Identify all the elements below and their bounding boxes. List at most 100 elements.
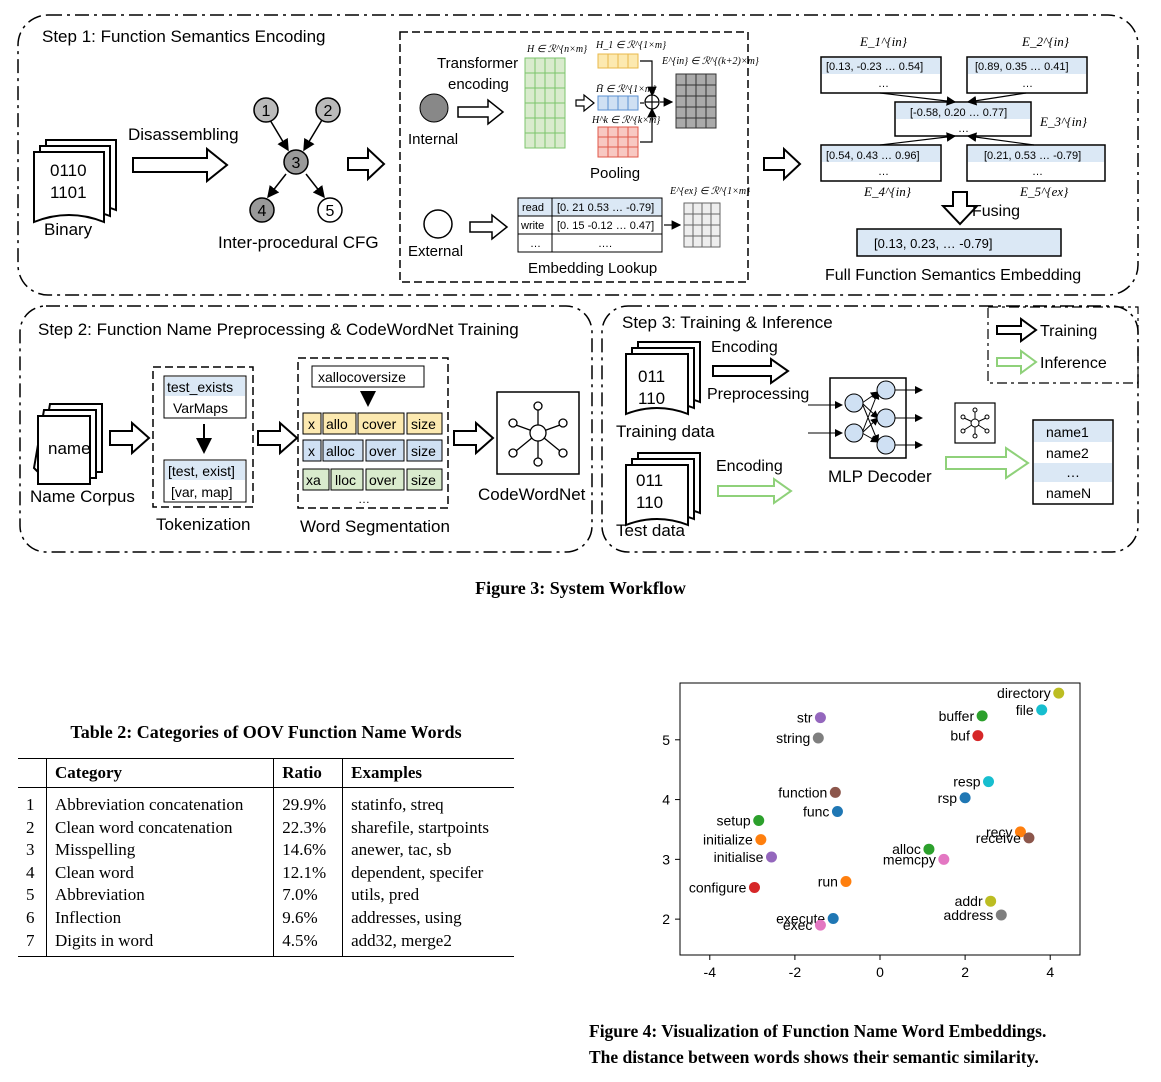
segmentation-box (297, 357, 449, 509)
Eex-vector (683, 202, 721, 248)
lookup-table (517, 197, 663, 253)
point-label: recv (986, 824, 1012, 840)
row-ratio: 22.3% (273, 816, 344, 840)
row-category: Clean word concatenation (46, 816, 275, 840)
inference-output-arrow (945, 446, 1030, 480)
Ein-label: E^{in} ∈ ℛ^{(k+2)×m} (661, 56, 759, 67)
fusion-arrows (879, 92, 1035, 146)
y-tick-label: 4 (662, 792, 670, 808)
row-index: 4 (18, 861, 47, 885)
seg-to-codewordnet-arrow (453, 420, 495, 456)
E2-label: E_2^{in} (1021, 34, 1070, 49)
point-label: string (776, 730, 810, 746)
scatter-point (1053, 687, 1065, 699)
lookup-value-3: …. (598, 238, 612, 250)
x-tick-label: 4 (1046, 964, 1054, 980)
tok-in-1: test_exists (167, 379, 233, 395)
binary-line-1: 0110 (50, 161, 87, 180)
row-ratio: 4.5% (273, 929, 344, 958)
row-ratio: 29.9% (273, 787, 344, 817)
table2-caption: Table 2: Categories of OOV Function Name… (70, 722, 462, 742)
binary-stack-icon (33, 139, 117, 224)
full-embedding-label: Full Function Semantics Embedding (825, 267, 1081, 284)
row-examples: sharefile, startpoints (351, 817, 489, 837)
y-tick-label: 5 (662, 732, 670, 748)
scatter-point (814, 919, 826, 931)
scatter-point (923, 843, 935, 855)
seg-r1-c1: x (308, 416, 315, 432)
seg-r1-c2: allo (326, 416, 348, 432)
scatter-point (831, 806, 843, 818)
cfg-node-5: 5 (326, 203, 335, 220)
train-line-1: 011 (638, 367, 665, 386)
scatter-point (755, 834, 767, 846)
encoder-to-embeddings-arrow (763, 146, 802, 182)
E2-ellipsis: … (1022, 78, 1033, 90)
y-tick-label: 3 (662, 851, 670, 867)
scatter-point (1014, 826, 1026, 838)
point-label: configure (689, 879, 747, 895)
E5-label: E_5^{ex} (1019, 184, 1069, 199)
seg-ellipsis: … (358, 492, 370, 506)
test-line-2: 110 (636, 493, 663, 512)
row-examples: statinfo, streq (351, 795, 444, 814)
seg-r2-c1: x (308, 443, 315, 459)
row-examples: utils, pred (351, 885, 420, 905)
seg-r1-c4: size (411, 416, 436, 432)
internal-label: Internal (408, 131, 458, 148)
scatter-point (1023, 832, 1035, 844)
E4-label: E_4^{in} (863, 184, 912, 199)
cfg-to-encoder-arrow (347, 146, 386, 182)
Hk-matrix (597, 126, 639, 158)
table-header-row: Category Ratio Examples (18, 758, 514, 788)
fusing-label: Fusing (972, 203, 1020, 220)
tokenization-label: Tokenization (156, 515, 251, 534)
H-label: H ∈ ℛ^{n×m} (526, 44, 587, 55)
row-index: 7 (18, 929, 47, 958)
point-label: directory (997, 685, 1051, 701)
legend-training-arrow (996, 317, 1038, 343)
tok-in-2: VarMaps (173, 400, 228, 416)
scatter-point (748, 881, 760, 893)
row-index: 2 (18, 816, 47, 840)
external-label: External (408, 243, 463, 260)
codewordnet-label: CodeWordNet (478, 485, 586, 504)
E5-ellipsis: … (1032, 166, 1043, 178)
name-item-4: nameN (1046, 485, 1091, 501)
row-examples: anewer, tac, sb (351, 840, 452, 860)
name-item-3: … (1066, 464, 1080, 480)
row-category: Inflection (46, 906, 275, 930)
step3-frame (601, 305, 1139, 553)
encoding-bottom-label: Encoding (716, 458, 783, 475)
legend-training: Training (1040, 323, 1097, 340)
E1-label: E_1^{in} (859, 34, 908, 49)
x-tick-label: 0 (876, 964, 884, 980)
figure3-caption: Figure 3: System Workflow (475, 578, 686, 598)
scatter-points: directoryfilebufferbufstrstringresprspfu… (689, 685, 1065, 933)
encoding-top-label: Encoding (711, 339, 778, 356)
seg-r1-c3: cover (362, 416, 397, 432)
scatter-point (938, 853, 950, 865)
Ein-matrix (675, 73, 717, 129)
cfg-node-4: 4 (258, 203, 267, 220)
seg-r2-c3: over (369, 443, 397, 459)
row-index: 5 (18, 884, 47, 907)
point-label: file (1016, 702, 1034, 718)
seg-r2-c2: alloc (326, 443, 355, 459)
step1-title: Step 1: Function Semantics Encoding (42, 27, 326, 46)
Hbar-label: H̄ ∈ ℛ^{1×m} (595, 83, 656, 95)
lookup-arrow (469, 213, 509, 241)
cfg-graph (249, 97, 343, 223)
col-header-index (18, 758, 47, 788)
row-index: 1 (18, 787, 47, 817)
scatter-point (827, 913, 839, 925)
row-ratio: 9.6% (273, 906, 344, 930)
training-data-icon (625, 341, 701, 416)
col-header-category: Category (46, 758, 275, 788)
tokenization-box (152, 366, 254, 508)
cfg-node-3: 3 (292, 155, 301, 172)
disassembling-arrow (132, 146, 229, 184)
cfg-node-2: 2 (324, 103, 333, 120)
mlp-network-icon (808, 380, 923, 455)
